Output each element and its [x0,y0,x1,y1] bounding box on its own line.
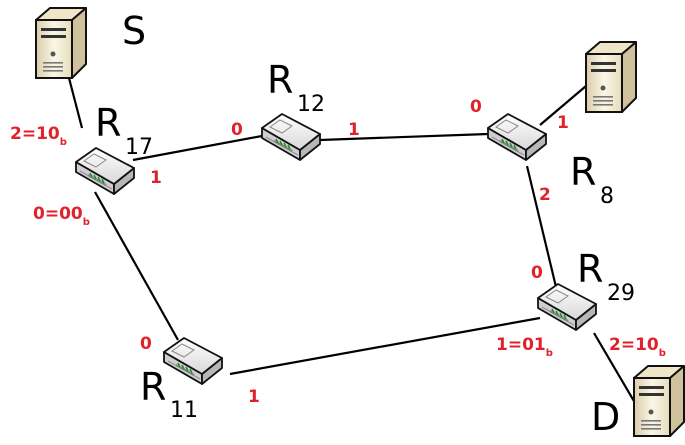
port-r17-r11: 0=00b [33,204,90,228]
link-r17-r11 [94,191,179,341]
port-r8-r29: 2 [539,185,551,205]
links [67,77,639,409]
source-server-icon [35,7,87,79]
port-r17-s: 2=10b [10,124,67,148]
link-r17-r12 [132,134,263,162]
router-r12-icon [260,112,322,162]
port-r29-r11: 1=01b [496,335,553,359]
destination-server-icon [633,365,685,437]
port-r11-r29: 1 [248,387,260,407]
port-r17-r12: 1 [150,168,162,188]
router-r11-label: R11 [140,365,198,423]
port-r29-d: 2=10b [609,335,666,359]
link-r8-server [539,85,587,126]
router-r29-label: R29 [577,247,635,306]
port-r8-server: 1 [557,113,569,133]
destination-label: D [591,395,620,439]
port-r11-r17: 0 [140,334,152,354]
source-label: S [122,9,146,53]
router-r12-label: R12 [267,58,325,117]
router-r17-label: R17 [95,101,153,160]
port-r29-r8: 0 [531,263,543,283]
link-r29-r11 [229,316,541,376]
router-r8-label: R8 [570,150,614,209]
port-r12-r17: 0 [231,120,243,140]
link-s-r17 [67,77,84,129]
link-r29-d [593,332,639,409]
server-icon [585,41,637,113]
port-r8-r12: 0 [470,97,482,117]
port-r12-r8: 1 [348,120,360,140]
router-r11-icon [162,336,224,386]
link-r8-r29 [525,165,558,288]
router-r8-icon [486,112,548,162]
link-r12-r8 [319,132,489,142]
